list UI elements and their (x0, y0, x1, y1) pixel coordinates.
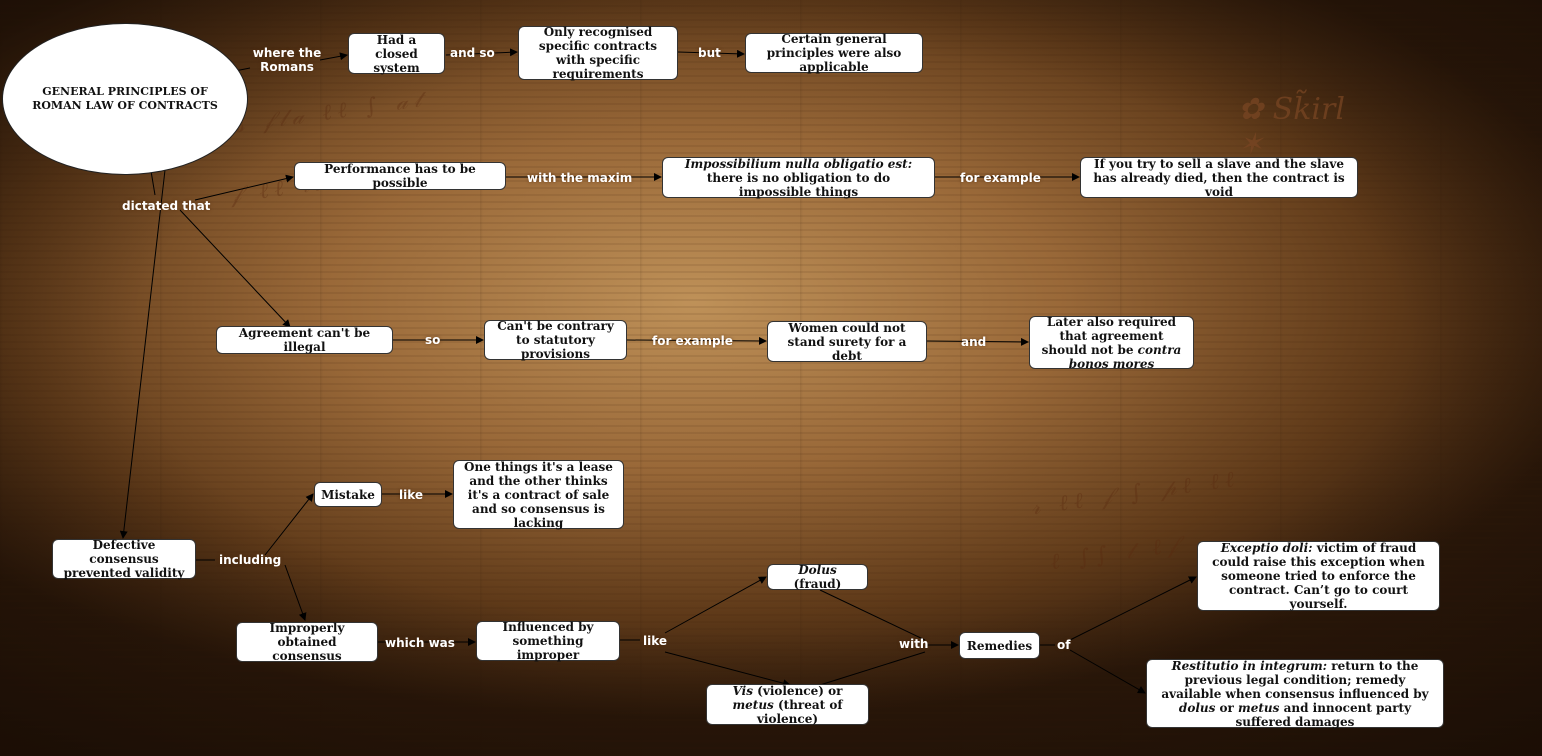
label-for-example-2: for example (652, 334, 733, 348)
restitutio-text-2: and innocent party suffered damages (1235, 700, 1412, 729)
label-dictated-that: dictated that (122, 199, 211, 213)
vis-latin: Vis (732, 683, 753, 698)
node-surety[interactable]: Women could not stand surety for a debt (767, 320, 927, 363)
label-so: so (425, 333, 441, 347)
label-with-maxim: with the maxim (527, 171, 633, 185)
root-title-line2: ROMAN LAW OF CONTRACTS (32, 99, 218, 112)
node-text: Remedies (966, 638, 1033, 653)
node-text: Only recognised specific contracts with … (538, 25, 658, 81)
node-text: One things it's a lease and the other th… (464, 459, 613, 530)
node-slave-example[interactable]: If you try to sell a slave and the slave… (1080, 156, 1358, 199)
root-title-line1: GENERAL PRINCIPLES OF (42, 85, 208, 98)
restitutio-latin: Restitutio in integrum: (1171, 658, 1328, 673)
node-general-principles[interactable]: Certain general principles were also app… (745, 32, 923, 74)
edge-recognised-general (677, 49, 745, 58)
edge-dictated-illegal (179, 209, 291, 328)
edge-including-mistake (264, 493, 314, 556)
node-text: If you try to sell a slave and the slave… (1093, 156, 1345, 199)
vis-gloss: (violence) or (752, 683, 843, 698)
label-which-was: which was (385, 636, 455, 650)
node-text: Had a closed system (373, 32, 420, 75)
label-for-example-1: for example (960, 171, 1041, 185)
bonos-text: Later also required that agreement shoul… (1041, 314, 1177, 357)
node-mistake[interactable]: Mistake (314, 482, 382, 507)
node-improperly-obtained[interactable]: Improperly obtained consensus (236, 621, 378, 663)
node-statutory[interactable]: Can't be contrary to statutory provision… (484, 319, 627, 361)
edge-root-defective (119, 169, 166, 539)
node-text: Influenced by something improper (502, 620, 594, 662)
edge-of-exceptio (1069, 576, 1197, 641)
edge-surety-bonos (926, 337, 1029, 346)
bonos-latin: contra bonos mores (1068, 342, 1182, 371)
restitutio-or: or (1215, 700, 1239, 715)
edge-of-restitutio (1069, 649, 1146, 694)
edge-including-improper (284, 564, 307, 621)
label-with: with (899, 637, 929, 651)
node-text: Mistake (321, 487, 375, 502)
metus-gloss: (threat of violence) (756, 697, 843, 726)
label-including: including (219, 553, 282, 567)
node-closed-system[interactable]: Had a closed system (348, 32, 445, 75)
node-exceptio-doli[interactable]: Exceptio doli: victim of fraud could rai… (1197, 541, 1440, 611)
label-and-so: and so (450, 46, 495, 60)
label-of: of (1057, 638, 1071, 652)
dolus-latin: Dolus (798, 563, 837, 577)
node-influenced[interactable]: Influenced by something improper (476, 620, 620, 662)
node-maxim[interactable]: Impossibilium nulla obligatio est: there… (662, 156, 935, 199)
edge-vis-with (819, 651, 926, 686)
edge-statutory-surety (626, 336, 767, 345)
edge-closed-recognised (445, 48, 518, 57)
node-illegal[interactable]: Agreement can't be illegal (216, 326, 393, 354)
restitutio-metus: metus (1238, 700, 1280, 715)
edge-like-dolus (664, 576, 767, 634)
skirl-logo: ✿ Sk̃irl ✶ (1238, 92, 1345, 162)
maxim-latin: Impossibilium nulla obligatio est: (684, 156, 913, 171)
metus-latin: metus (732, 697, 774, 712)
node-bonos-mores[interactable]: Later also required that agreement shoul… (1029, 314, 1194, 371)
node-remedies[interactable]: Remedies (959, 632, 1040, 659)
label-and: and (961, 335, 987, 349)
node-performance[interactable]: Performance has to be possible (294, 162, 506, 190)
label-like-2: like (643, 634, 668, 648)
node-text: Performance has to be possible (324, 162, 476, 190)
edge-like-vis (664, 651, 791, 688)
restitutio-text: return to the previous legal condition; … (1161, 658, 1429, 701)
restitutio-dolus: dolus (1178, 700, 1216, 715)
edge-where-closed (319, 52, 348, 61)
label-like-1: like (399, 488, 424, 502)
maxim-translation: there is no obligation to do impossible … (706, 170, 891, 199)
dolus-gloss: (fraud) (793, 577, 842, 591)
exceptio-text: victim of fraud could raise this excepti… (1212, 541, 1425, 611)
label-where-romans: where the Romans (252, 46, 322, 74)
node-text: Improperly obtained consensus (269, 621, 345, 663)
node-vis-metus[interactable]: Vis (violence) or metus (threat of viole… (706, 683, 869, 726)
node-text: Can't be contrary to statutory provision… (497, 319, 614, 361)
node-defective-consensus[interactable]: Defective consensus prevented validity (52, 538, 196, 580)
edge-dictated-performance (194, 174, 294, 201)
node-restitutio[interactable]: Restitutio in integrum: return to the pr… (1146, 658, 1444, 729)
node-text: Agreement can't be illegal (238, 326, 371, 354)
node-recognised-contracts[interactable]: Only recognised specific contracts with … (518, 25, 678, 81)
edge-dolus-with (819, 589, 926, 641)
node-text: Defective consensus prevented validity (63, 538, 185, 580)
exceptio-latin: Exceptio doli: (1220, 541, 1313, 555)
node-dolus[interactable]: Dolus (fraud) (767, 563, 868, 591)
node-text: Certain general principles were also app… (766, 32, 902, 74)
label-but: but (698, 46, 721, 60)
node-text: Women could not stand surety for a debt (787, 320, 907, 363)
node-lease-example[interactable]: One things it's a lease and the other th… (453, 459, 624, 530)
